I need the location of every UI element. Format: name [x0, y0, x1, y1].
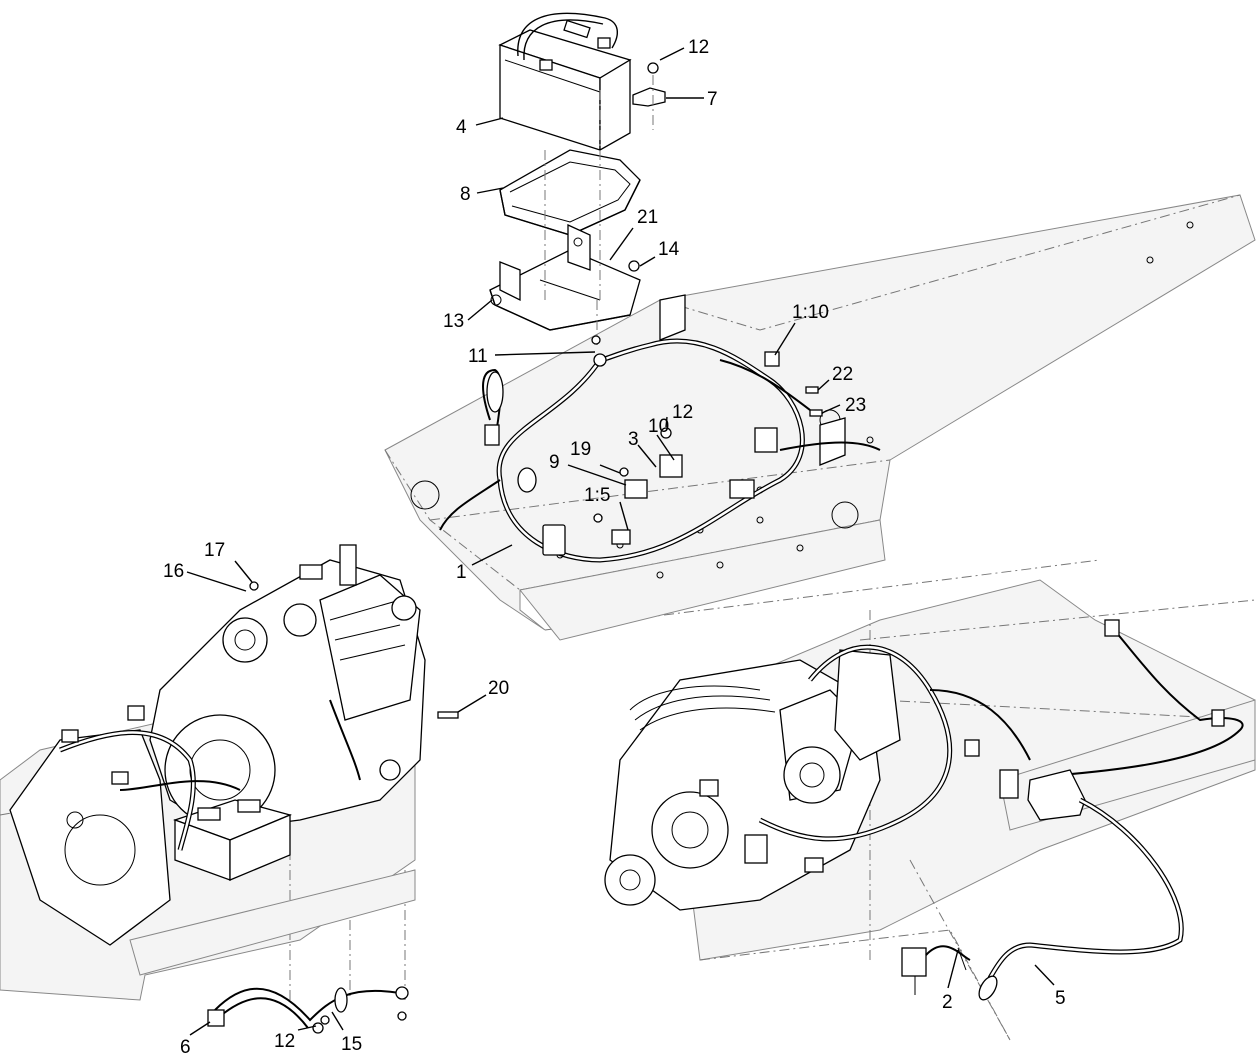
callout-1-10: 1:10: [792, 302, 829, 323]
callout-labels: 4 12 7 8 21 14 13 1:10 11 22 23 12 10 3 …: [163, 37, 1066, 1058]
callout-19: 19: [570, 439, 591, 460]
battery-cables-parts-6-12-15: [207, 581, 459, 1034]
battery-tray-part-8: [499, 149, 641, 236]
battery-bracket-part-21: [489, 223, 641, 331]
small-hardware-top: [591, 260, 823, 477]
right-engine-assembly: [604, 579, 1256, 1041]
callout-12-mid: 12: [672, 402, 693, 423]
callout-12-bottom: 12: [274, 1031, 295, 1052]
callout-5: 5: [1055, 988, 1066, 1009]
callout-2: 2: [942, 992, 953, 1013]
callout-13: 13: [443, 311, 464, 332]
leader-lines: [186, 47, 1055, 1036]
callout-1: 1: [456, 562, 467, 583]
battery-part-4: [498, 12, 632, 152]
callout-7: 7: [707, 89, 718, 110]
callout-21: 21: [637, 207, 658, 228]
callout-15: 15: [341, 1034, 362, 1055]
callout-10: 10: [648, 416, 669, 437]
callout-14: 14: [658, 239, 680, 260]
frame-top-assembly: [384, 194, 1256, 641]
callout-1-5: 1:5: [584, 485, 610, 506]
callout-4: 4: [456, 117, 467, 138]
top-phantom-lines: [544, 75, 654, 345]
wire-harness-part-1: [439, 338, 881, 563]
callout-20: 20: [488, 678, 509, 699]
callout-9: 9: [549, 452, 560, 473]
callout-6: 6: [180, 1037, 191, 1058]
callout-11: 11: [468, 346, 488, 367]
callout-12-top: 12: [688, 37, 709, 58]
hold-down-clamp-part-7: [632, 62, 666, 107]
callout-8: 8: [460, 184, 471, 205]
callout-22: 22: [832, 364, 853, 385]
callout-16: 16: [163, 561, 184, 582]
callout-17: 17: [204, 540, 225, 561]
callout-3: 3: [628, 429, 639, 450]
left-engine-assembly: [0, 544, 426, 1001]
callout-23: 23: [845, 395, 866, 416]
